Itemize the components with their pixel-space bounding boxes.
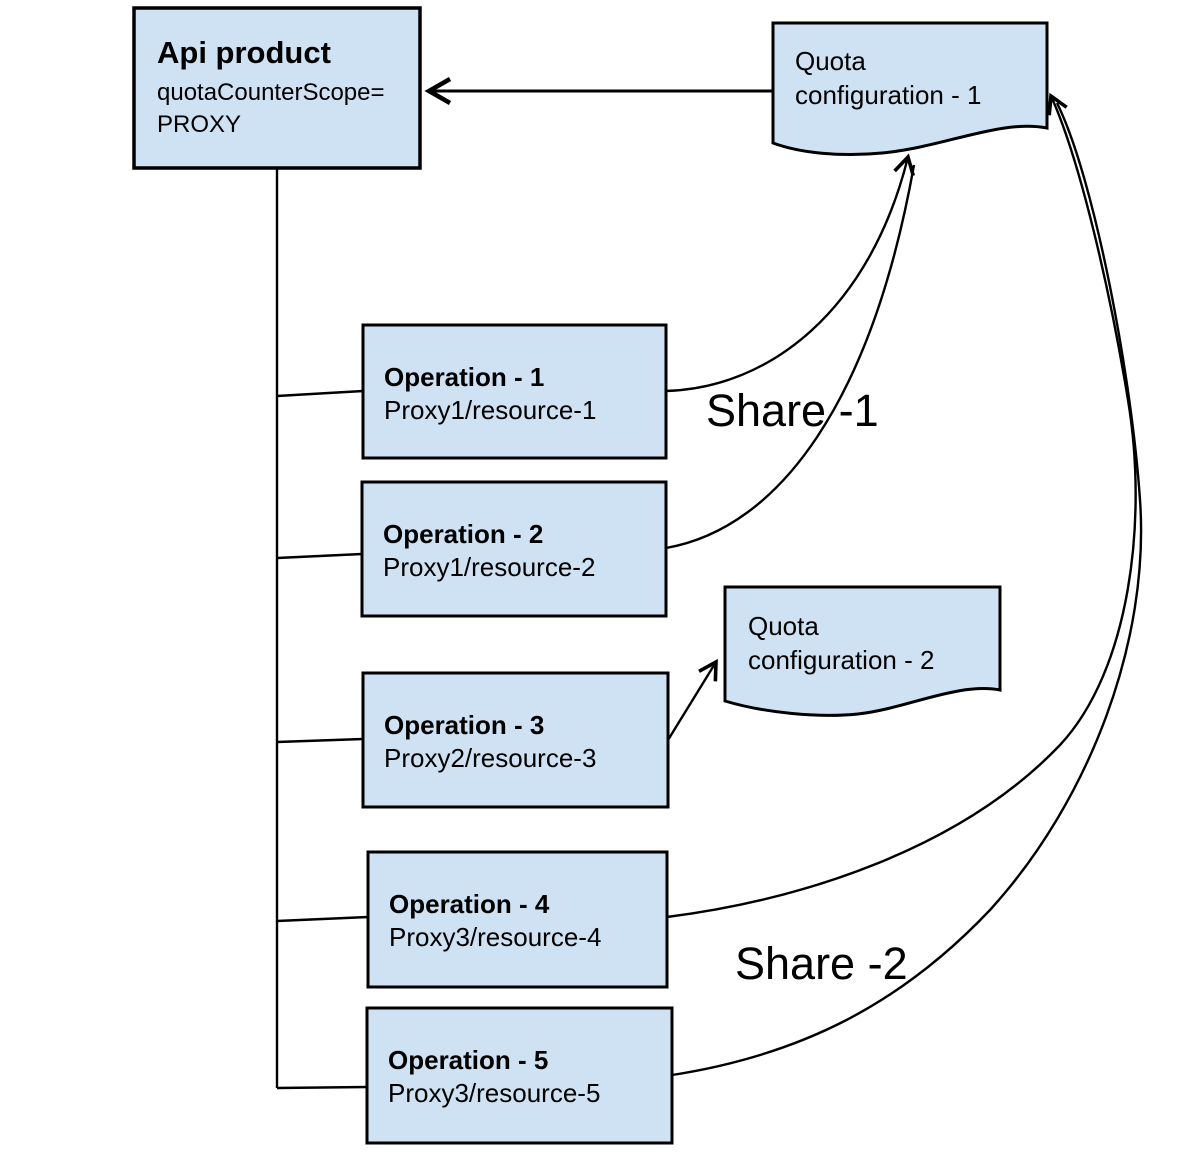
share-1-label: Share -1	[706, 385, 879, 436]
operation-3-title: Operation - 3	[384, 710, 544, 740]
tree-branch-operation-2	[276, 552, 363, 560]
quota-config-1-node: Quota configuration - 1	[771, 21, 1049, 157]
edge-operation-3-to-quota2	[666, 658, 718, 741]
api-product-subtitle-line2: PROXY	[157, 111, 241, 138]
operation-2-box	[360, 480, 668, 618]
quota-config-2-line1: Quota	[748, 611, 819, 641]
quota-config-1-line1: Quota	[795, 46, 866, 76]
api-product-subtitle-line1: quotaCounterScope=	[157, 79, 385, 106]
operation-4-box	[366, 850, 669, 989]
edge-operation-1-to-quota1	[665, 153, 915, 393]
operation-1-title: Operation - 1	[384, 362, 544, 392]
operation-4-node: Operation - 4 Proxy3/resource-4	[366, 850, 669, 989]
operation-4-title: Operation - 4	[389, 889, 550, 919]
quota-config-1-line2: configuration - 1	[795, 80, 981, 110]
operation-5-title: Operation - 5	[388, 1045, 548, 1075]
api-product-title: Api product	[157, 35, 331, 70]
operation-5-node: Operation - 5 Proxy3/resource-5	[365, 1006, 674, 1145]
operation-2-subtitle: Proxy1/resource-2	[383, 552, 595, 582]
edge-operation-5-to-quota1	[671, 102, 1143, 1077]
tree-branch-operation-3	[276, 737, 364, 744]
operation-5-box	[365, 1006, 674, 1145]
diagram-edges	[424, 77, 1143, 1077]
operation-1-box	[361, 323, 668, 460]
tree-branch-operation-5	[276, 1085, 368, 1090]
operation-3-box	[361, 671, 670, 809]
operation-4-subtitle: Proxy3/resource-4	[389, 922, 601, 952]
operation-1-subtitle: Proxy1/resource-1	[384, 395, 596, 425]
share-2-label: Share -2	[735, 938, 908, 989]
operation-3-node: Operation - 3 Proxy2/resource-3	[361, 671, 670, 809]
quota-config-2-node: Quota configuration - 2	[723, 585, 1002, 717]
edge-operation-4-to-quota1	[666, 92, 1137, 919]
tree-branch-operation-1	[276, 389, 364, 398]
api-product-box	[132, 6, 422, 170]
quota-config-2-document-shape	[723, 585, 1002, 717]
api-product-node: Api product quotaCounterScope= PROXY	[132, 6, 422, 170]
tree-branch-operation-4	[276, 915, 369, 923]
quota-config-2-line2: configuration - 2	[748, 645, 934, 675]
operation-5-subtitle: Proxy3/resource-5	[388, 1078, 600, 1108]
operation-3-subtitle: Proxy2/resource-3	[384, 743, 596, 773]
product-operations-tree	[275, 168, 369, 1090]
operation-2-node: Operation - 2 Proxy1/resource-2	[360, 480, 668, 618]
operation-1-node: Operation - 1 Proxy1/resource-1	[361, 323, 668, 460]
quota-config-1-document-shape	[771, 21, 1049, 157]
operation-2-title: Operation - 2	[383, 519, 543, 549]
edge-operation-2-to-quota1	[665, 164, 916, 550]
